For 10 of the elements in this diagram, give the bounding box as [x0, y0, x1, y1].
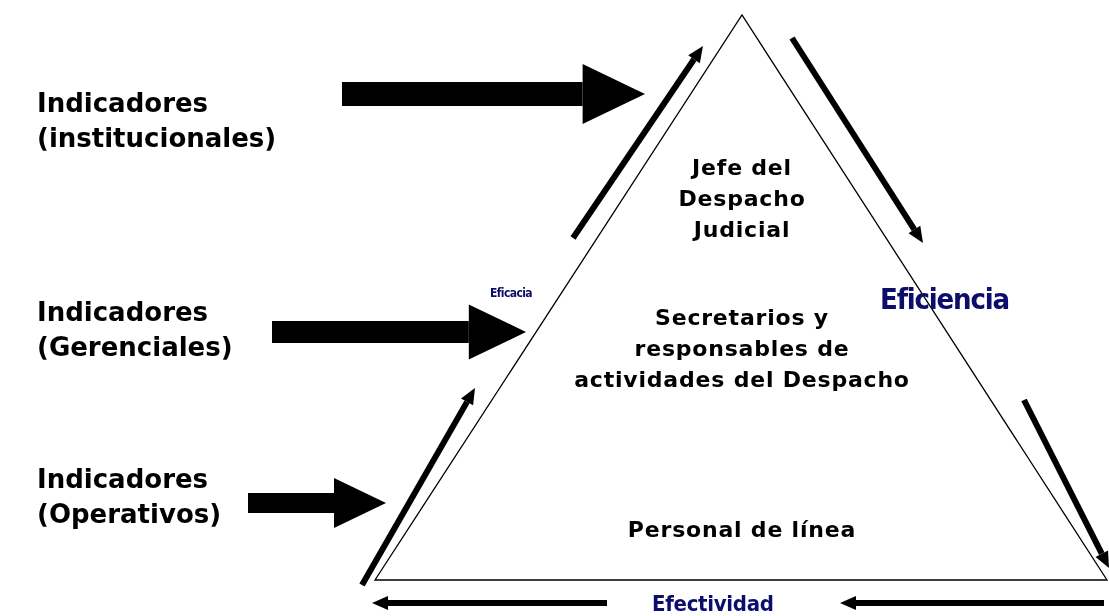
- level-text: Jefe del Despacho Judicial: [677, 154, 807, 244]
- indicator-text: Indicadores (institucionales): [37, 87, 278, 155]
- block-arrow: [342, 64, 645, 124]
- indicator-text: Indicadores (Operativos): [37, 463, 223, 531]
- indicator-text: Indicadores (Gerenciales): [37, 296, 234, 364]
- block-arrow: [272, 304, 526, 360]
- axis-label: Eficacia: [490, 286, 533, 300]
- axis-label: Efectividad: [652, 591, 774, 616]
- block-arrow: [248, 478, 386, 528]
- level-text: Personal de línea: [626, 516, 858, 544]
